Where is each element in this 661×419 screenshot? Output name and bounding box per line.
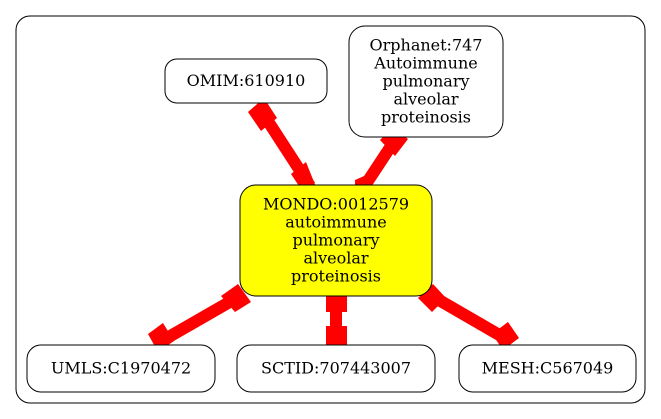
node-sctid-label-line: SCTID:707443007 [261, 359, 411, 378]
node-omim-label-line: OMIM:610910 [187, 71, 306, 90]
node-sctid-box [236, 344, 436, 393]
node-omim[interactable]: OMIM:610910 [164, 58, 328, 104]
node-mondo-label-line: MONDO:0012579 [263, 195, 409, 214]
node-sctid[interactable]: SCTID:707443007 [236, 344, 436, 393]
node-sctid-label: SCTID:707443007 [261, 359, 411, 378]
node-umls-box [26, 344, 216, 393]
node-mesh[interactable]: MESH:C567049 [458, 344, 637, 393]
node-mondo-label-line: proteinosis [291, 267, 381, 286]
node-mondo-label-line: autoimmune [285, 213, 386, 232]
node-mesh-box [458, 344, 637, 393]
edge-mondo-mesh [418, 284, 519, 350]
node-orphanet-label-line: pulmonary [383, 72, 470, 91]
node-orphanet-label-line: Orphanet:747 [370, 36, 483, 55]
node-orphanet-label-line: proteinosis [381, 108, 471, 127]
node-umls[interactable]: UMLS:C1970472 [26, 344, 216, 393]
node-orphanet-label-line: Autoimmune [373, 54, 477, 73]
node-mesh-label: MESH:C567049 [482, 359, 614, 378]
node-mesh-label-line: MESH:C567049 [482, 359, 614, 378]
node-mondo-box [239, 184, 433, 297]
node-mondo-label-line: pulmonary [293, 231, 380, 250]
node-umls-label-line: UMLS:C1970472 [51, 359, 191, 378]
node-orphanet-box [348, 25, 504, 138]
node-orphanet-label-line: alveolar [393, 90, 458, 109]
node-omim-box [164, 58, 328, 104]
node-umls-label: UMLS:C1970472 [51, 359, 191, 378]
node-omim-label: OMIM:610910 [187, 71, 306, 90]
node-mondo-label-line: alveolar [303, 249, 368, 268]
